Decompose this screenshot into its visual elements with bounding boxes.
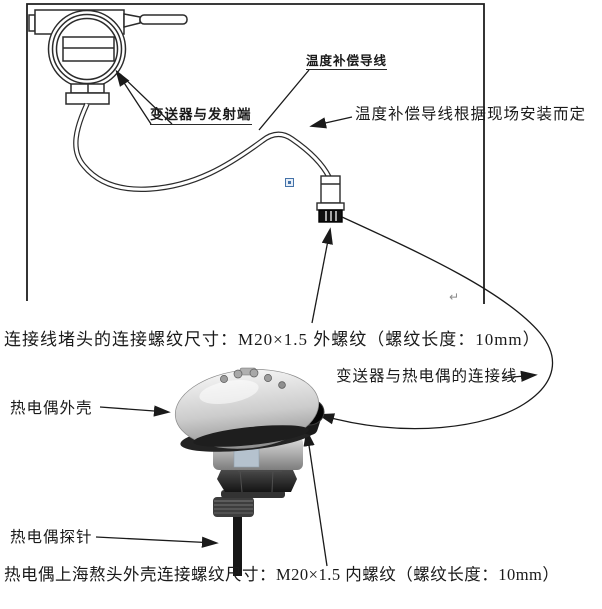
thermocouple-photo: [174, 367, 325, 576]
thread-section: [213, 497, 254, 517]
housing-label: 热电偶外壳: [10, 400, 93, 417]
screw-3: [249, 368, 259, 378]
plug-cylinder: [320, 175, 341, 204]
cable-plug: [316, 175, 345, 223]
screw-1: [220, 375, 228, 383]
comp-wire-label: 温度补偿导线: [306, 54, 388, 71]
leader-comp-wire-label: [258, 69, 310, 131]
comp-wire-note: 温度补偿导线根据现场安装而定: [355, 106, 587, 123]
antenna-rod: [139, 14, 188, 25]
leader-lines: [95, 69, 554, 567]
display-window: [62, 36, 115, 62]
compensation-cable: [73, 102, 332, 192]
head-thread-note: 热电偶上海熬头外壳连接螺纹尺寸：M20×1.5 内螺纹（螺纹长度：10mm）: [4, 565, 560, 584]
transmitter-left-tab: [28, 14, 36, 32]
transmitter-drawing: [28, 9, 188, 105]
leader-head-thread-note: [303, 429, 328, 567]
paragraph-mark-icon: ↵: [449, 290, 460, 304]
leader-plug-note-arrow: [311, 227, 333, 324]
transmitter-label: 变送器与发射端: [150, 107, 252, 125]
plug-flange: [316, 202, 345, 211]
leader-housing-label: [99, 405, 171, 417]
dome-underside: [193, 425, 309, 447]
leader-transmitter-label-2: [119, 73, 173, 125]
probe-rod: [233, 514, 242, 576]
hex-nut: [217, 470, 297, 492]
probe-label: 热电偶探针: [10, 529, 93, 546]
sketch-frame: [26, 3, 485, 304]
plug-thread-note: 连接线堵头的连接螺纹尺寸：M20×1.5 外螺纹（螺纹长度：10mm）: [4, 330, 541, 349]
embedded-object-icon: [285, 178, 294, 187]
hex-facet-2: [271, 469, 274, 493]
leader-probe-label: [95, 536, 219, 548]
connection-wire-label: 变送器与热电偶的连接线: [336, 368, 518, 385]
conduit-fitting-bottom: [65, 92, 110, 105]
screw-5: [278, 381, 286, 389]
hex-facet-1: [239, 469, 243, 493]
leader-comp-wire-note: [309, 116, 353, 129]
connection-wire-curve: [317, 216, 554, 430]
screw-4: [264, 374, 272, 382]
antenna-base: [123, 13, 141, 28]
screw-2: [233, 369, 243, 379]
leader-transmitter-label: [115, 69, 152, 125]
dome-highlight: [199, 379, 259, 405]
leader-connection-wire-label: [502, 370, 538, 382]
